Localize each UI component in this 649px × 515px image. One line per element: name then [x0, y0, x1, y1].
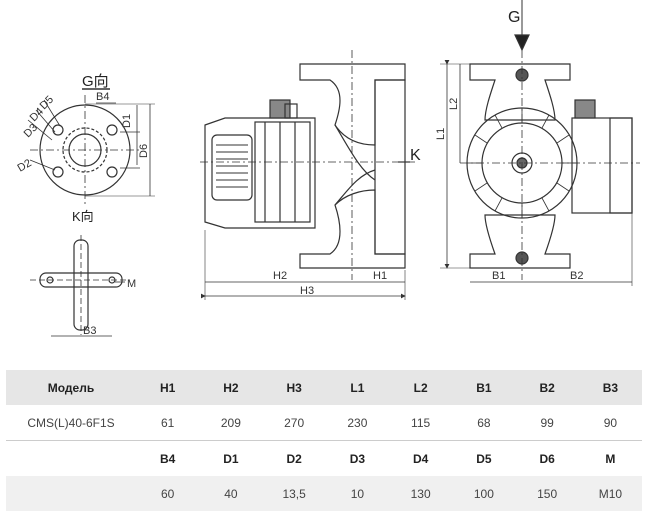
- table-cell: 10: [325, 476, 389, 511]
- table-header-cell: L1: [325, 370, 389, 405]
- dim-label-b2: B2: [570, 270, 583, 282]
- table-header-cell: B1: [452, 370, 516, 405]
- side-dim-labels: H2 H1 H3: [273, 270, 387, 297]
- flange-dim-labels: B4 D1 D6 D5 D4 D3 D2: [16, 91, 151, 175]
- table-cell: 60: [136, 476, 200, 511]
- table-header-cell: D1: [199, 440, 263, 476]
- dim-label-b1: B1: [492, 270, 505, 282]
- k-label: K: [410, 147, 421, 164]
- dim-label-h3: H3: [300, 285, 314, 297]
- table-header-cell: B2: [515, 370, 579, 405]
- dim-label-l1: L1: [435, 128, 447, 140]
- pump-front-view: [440, 0, 640, 286]
- table-header-cell: D4: [389, 440, 453, 476]
- dim-label-m: M: [127, 278, 136, 290]
- table-cell: 99: [515, 405, 579, 441]
- table-header-cell: B3: [578, 370, 642, 405]
- table-header-cell: M: [578, 440, 642, 476]
- table-cell: 115: [389, 405, 453, 441]
- table-cell: 130: [389, 476, 453, 511]
- table-header-cell: D3: [325, 440, 389, 476]
- table-header-cell: H2: [199, 370, 263, 405]
- table-row: 60 40 13,5 10 130 100 150 M10: [6, 476, 642, 511]
- dim-label-d1: D1: [121, 114, 133, 128]
- table-header-cell: B4: [136, 440, 200, 476]
- dim-label-l2: L2: [448, 98, 460, 110]
- table-cell: 270: [262, 405, 326, 441]
- table-header-cell: Модель: [6, 370, 136, 405]
- pump-side-view: [200, 50, 415, 300]
- table-cell: M10: [578, 476, 642, 511]
- table-row: CMS(L)40-6F1S 61 209 270 230 115 68 99 9…: [6, 405, 642, 441]
- table-header-row: Модель H1 H2 H3 L1 L2 B1 B2 B3: [6, 370, 642, 405]
- table-cell: 209: [199, 405, 263, 441]
- table-cell: 13,5: [262, 476, 326, 511]
- table-header-cell: D6: [515, 440, 579, 476]
- table-cell: 61: [136, 405, 200, 441]
- foot-view: [30, 235, 130, 337]
- table-cell: CMS(L)40-6F1S: [6, 405, 136, 441]
- dim-label-d2: D2: [16, 157, 34, 174]
- dim-label-d6: D6: [138, 144, 150, 158]
- table-cell: 40: [199, 476, 263, 511]
- table-header-cell: H3: [262, 370, 326, 405]
- g-view-label: G向: [82, 73, 109, 90]
- table-header-row: B4 D1 D2 D3 D4 D5 D6 M: [6, 440, 642, 476]
- table-header-cell: D2: [262, 440, 326, 476]
- front-dim-labels: L1 L2 B1 B2: [435, 98, 583, 282]
- table-header-cell: H1: [136, 370, 200, 405]
- dim-label-b3: B3: [83, 325, 96, 337]
- dim-label-b4: B4: [96, 91, 109, 103]
- flange-view: G向: [27, 73, 155, 205]
- table-cell: 68: [452, 405, 516, 441]
- table-cell: 230: [325, 405, 389, 441]
- table-cell: 150: [515, 476, 579, 511]
- table-header-cell: [6, 440, 136, 476]
- table-cell: 90: [578, 405, 642, 441]
- spec-table: Модель H1 H2 H3 L1 L2 B1 B2 B3 CMS(L)40-…: [6, 370, 642, 511]
- technical-drawing: G向 B4 D1 D6 D5 D4 D3 D2 K向: [16, 0, 640, 337]
- table-header-cell: L2: [389, 370, 453, 405]
- table-header-cell: D5: [452, 440, 516, 476]
- k-view-label: K向: [72, 209, 94, 224]
- table-cell: [6, 476, 136, 511]
- dim-label-h2: H2: [273, 270, 287, 282]
- g-arrow-label: G: [508, 9, 520, 26]
- dim-label-h1: H1: [373, 270, 387, 282]
- table-cell: 100: [452, 476, 516, 511]
- dim-label-d3: D3: [22, 122, 40, 140]
